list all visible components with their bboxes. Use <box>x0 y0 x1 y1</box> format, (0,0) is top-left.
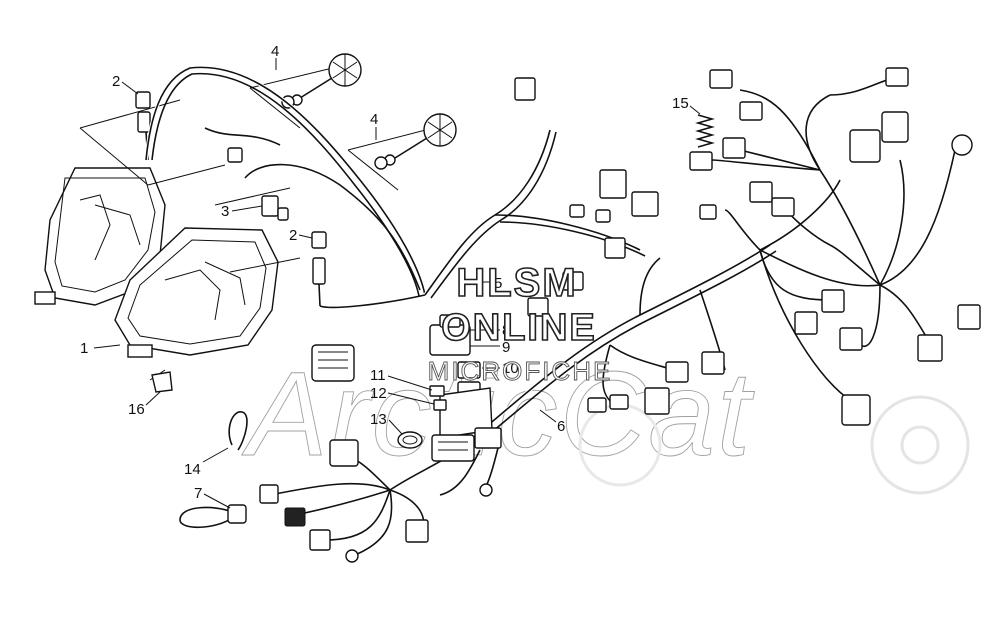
callout-2b: 2 <box>289 227 313 244</box>
adjuster-lower <box>374 113 457 170</box>
tether-strap <box>179 504 247 529</box>
callout-9: 9 <box>470 339 510 356</box>
watermark-line3: MICROFICHE <box>428 356 613 386</box>
bulb-socket-lower <box>311 231 327 307</box>
callout-15: 15 <box>672 95 701 115</box>
watermark-line2: ONLINE <box>441 307 597 349</box>
svg-text:3: 3 <box>221 203 229 220</box>
svg-text:9: 9 <box>502 339 510 356</box>
svg-text:10: 10 <box>502 360 519 377</box>
callout-16: 16 <box>128 391 161 418</box>
svg-text:2: 2 <box>289 227 297 244</box>
connector-set <box>259 67 981 563</box>
svg-text:4: 4 <box>271 43 279 60</box>
callout-7: 7 <box>194 485 231 509</box>
callout-13: 13 <box>370 411 403 435</box>
spring-15 <box>695 114 715 148</box>
svg-text:4: 4 <box>370 111 378 128</box>
bulb-3 <box>227 147 289 221</box>
svg-text:6: 6 <box>557 418 565 435</box>
watermark-line1: HLSM <box>456 261 577 305</box>
svg-text:11: 11 <box>370 367 386 384</box>
svg-text:1: 1 <box>80 340 88 357</box>
svg-text:15: 15 <box>672 95 689 112</box>
callout-5: 5 <box>470 275 502 292</box>
callout-3: 3 <box>221 203 263 220</box>
svg-text:7: 7 <box>194 485 202 502</box>
svg-text:16: 16 <box>128 401 145 418</box>
svg-text:12: 12 <box>370 385 387 402</box>
cable-tie <box>228 411 248 451</box>
bulb-socket-upper <box>135 91 151 161</box>
hose-clamp <box>397 431 423 449</box>
fuse-box <box>431 387 502 462</box>
small-fuse-set <box>429 385 447 411</box>
callout-2a: 2 <box>112 73 139 95</box>
callout-11: 11 <box>370 367 433 391</box>
callout-14: 14 <box>184 447 229 478</box>
callout-6: 6 <box>539 409 565 435</box>
site-watermark: HLSM ONLINE MICROFICHE <box>427 260 613 386</box>
callout-4b: 4 <box>370 111 378 140</box>
callout-12: 12 <box>370 385 435 405</box>
main-harness <box>423 77 956 496</box>
callout-1: 1 <box>80 340 121 357</box>
callout-8: 8 <box>470 322 510 339</box>
bracket-16 <box>151 371 173 393</box>
reference-lines <box>79 64 446 381</box>
svg-text:14: 14 <box>184 461 201 478</box>
callout-10: 10 <box>482 360 519 377</box>
headlight-harness <box>144 65 427 309</box>
callout-4a: 4 <box>271 43 279 70</box>
svg-text:8: 8 <box>502 322 510 339</box>
headlight-right <box>114 227 279 358</box>
svg-text:5: 5 <box>494 275 502 292</box>
adjuster-upper <box>281 53 362 109</box>
svg-text:2: 2 <box>112 73 120 90</box>
headlight-left <box>34 167 166 306</box>
svg-text:13: 13 <box>370 411 387 428</box>
